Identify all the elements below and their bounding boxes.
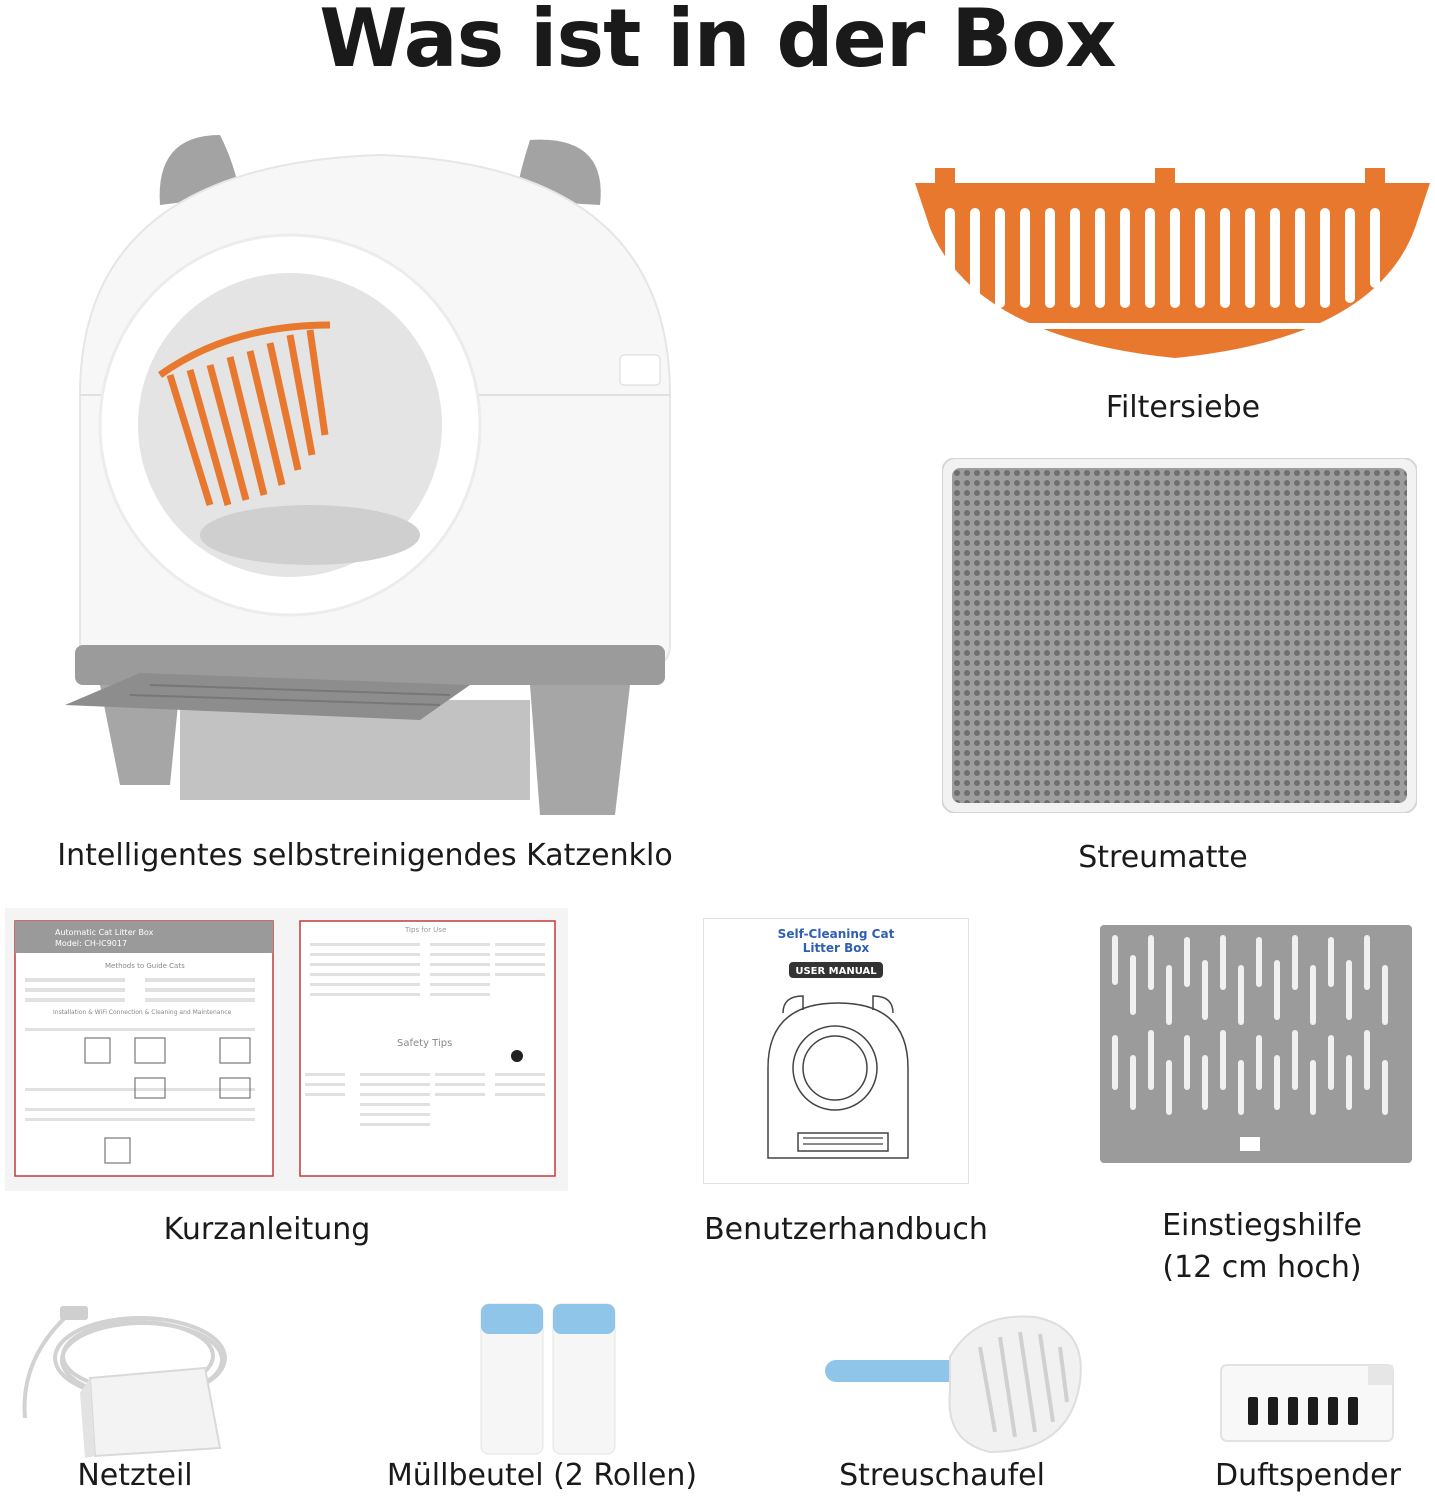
litter-scoop-image bbox=[825, 1312, 1085, 1457]
litter-box-image bbox=[60, 125, 680, 835]
manual-badge: USER MANUAL bbox=[795, 966, 877, 977]
litter-scoop-label: Streuschaufel bbox=[839, 1458, 1045, 1493]
quick-guide-left-title: Automatic Cat Litter Box bbox=[55, 928, 154, 937]
entry-step-image bbox=[1100, 925, 1412, 1163]
waste-bags-label: Müllbeutel (2 Rollen) bbox=[386, 1458, 698, 1493]
waste-bags-image bbox=[478, 1300, 618, 1455]
litter-mat-label: Streumatte bbox=[1078, 840, 1248, 875]
entry-step-label-line2: (12 cm hoch) bbox=[1162, 1250, 1362, 1285]
quick-guide-right-safety: Safety Tips bbox=[397, 1038, 452, 1049]
manual-title-line1: Self-Cleaning Cat bbox=[778, 927, 895, 941]
litter-mat-image bbox=[942, 458, 1417, 813]
power-adapter-label: Netzteil bbox=[77, 1458, 193, 1493]
quick-guide-right-title: Tips for Use bbox=[404, 926, 446, 934]
filter-sieve-image bbox=[915, 168, 1430, 363]
filter-sieve-label: Filtersiebe bbox=[1105, 390, 1261, 425]
quick-guide-left-heading: Methods to Guide Cats bbox=[105, 962, 185, 970]
scent-dispenser-label: Duftspender bbox=[1215, 1458, 1401, 1493]
entry-step-label-line1: Einstiegshilfe bbox=[1162, 1208, 1362, 1243]
user-manual-image: Self-Cleaning Cat Litter Box USER MANUAL bbox=[703, 918, 969, 1184]
entry-step-label: Einstiegshilfe (12 cm hoch) bbox=[1162, 1205, 1362, 1289]
litter-box-label: Intelligentes selbstreinigendes Katzenkl… bbox=[57, 838, 673, 873]
manual-title-line2: Litter Box bbox=[803, 941, 870, 955]
quick-guide-left-model: Model: CH-IC9017 bbox=[55, 939, 127, 948]
quick-guide-left-install: Installation & WiFi Connection & Cleanin… bbox=[53, 1009, 232, 1016]
quick-guide-label: Kurzanleitung bbox=[163, 1212, 371, 1247]
user-manual-label: Benutzerhandbuch bbox=[704, 1212, 988, 1247]
scent-dispenser-image bbox=[1218, 1362, 1398, 1444]
page-title: Was ist in der Box bbox=[319, 0, 1117, 85]
power-adapter-image bbox=[20, 1298, 240, 1463]
quick-guide-image: Automatic Cat Litter Box Model: CH-IC901… bbox=[5, 908, 568, 1191]
